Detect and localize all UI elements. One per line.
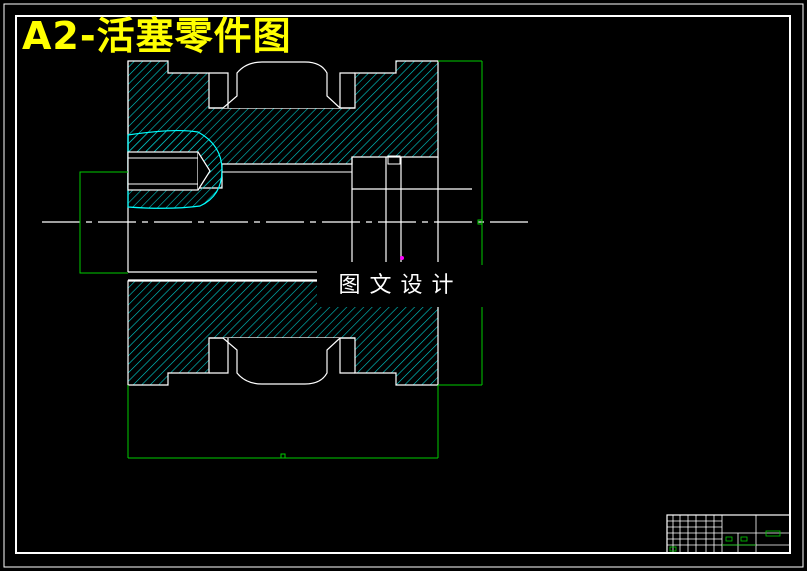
upper-groove-outline	[209, 61, 355, 109]
watermark-text: 图文设计	[317, 265, 484, 307]
lower-section	[127, 280, 439, 386]
lower-groove-outline	[209, 337, 355, 385]
upper-section	[127, 60, 472, 272]
inner-frame	[15, 15, 791, 554]
drawing-title: A2-活塞零件图	[22, 14, 292, 58]
marker-point	[400, 256, 404, 260]
title-block	[666, 514, 791, 554]
dimension-lines	[79, 60, 483, 459]
outer-frame	[3, 3, 804, 568]
